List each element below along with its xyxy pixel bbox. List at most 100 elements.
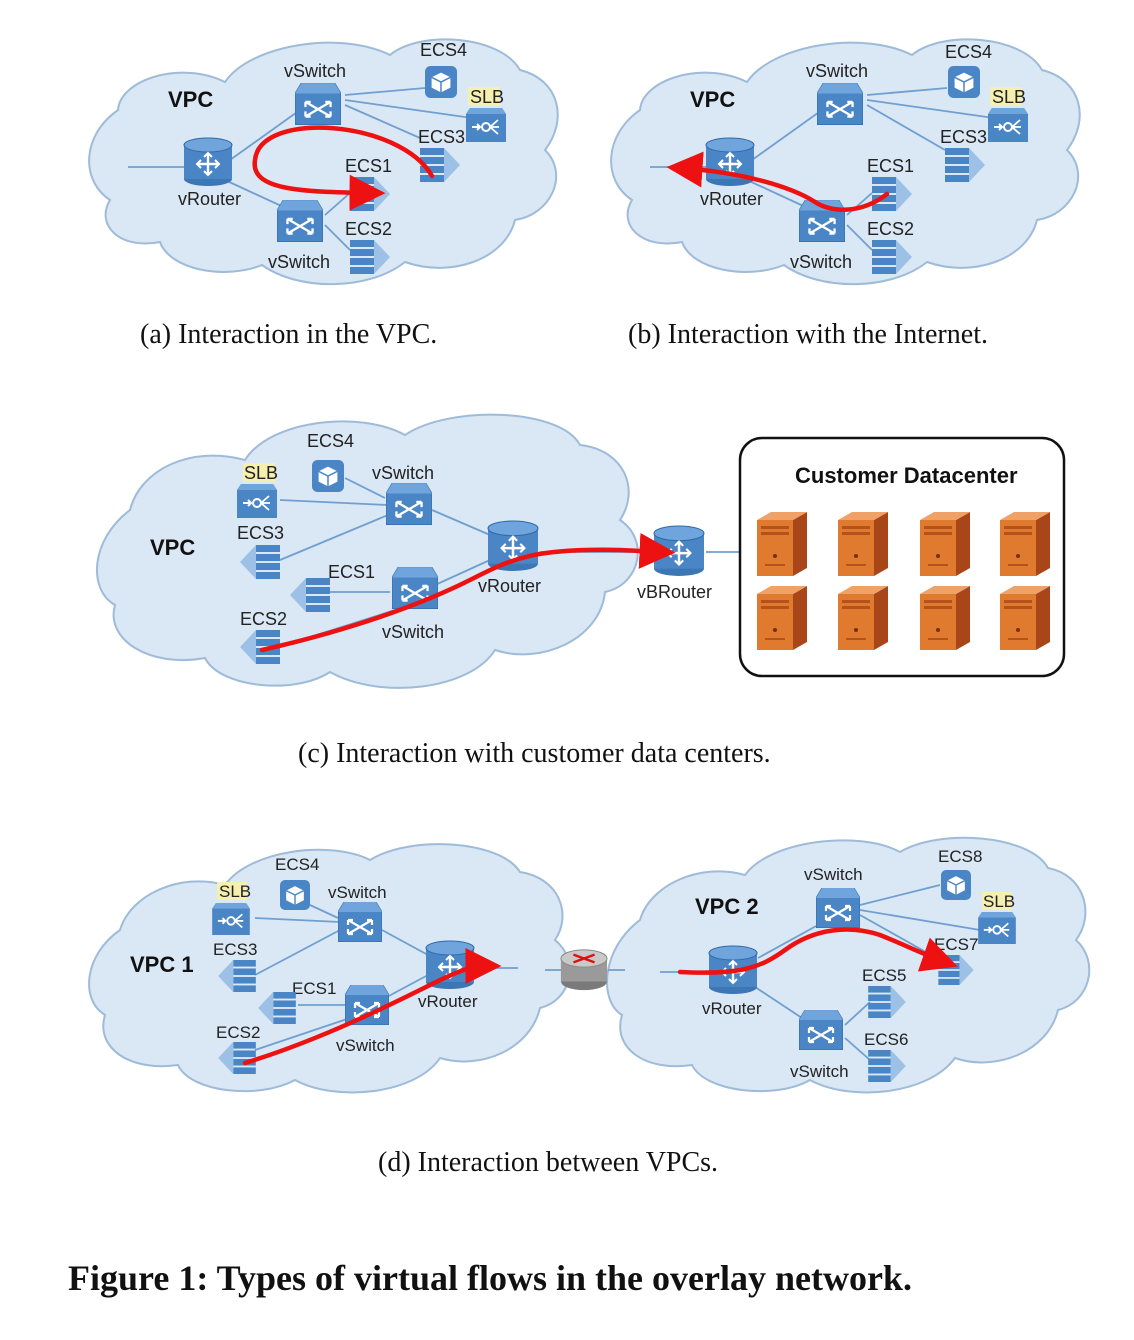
link: [279, 499, 389, 506]
flow-arrow: [252, 125, 435, 211]
flow-arrow: [242, 948, 502, 1066]
ecs4-icon: [425, 66, 457, 98]
link: [324, 224, 351, 251]
ecs4-label: ECS4: [420, 40, 467, 60]
vbrouter-label: vBRouter: [637, 582, 712, 602]
vswitch-label: vSwitch: [268, 252, 330, 272]
link: [344, 104, 421, 139]
server-icon: [1000, 586, 1050, 650]
vrouter-label: vRouter: [418, 992, 478, 1011]
link: [344, 477, 386, 499]
vrouter-label: vRouter: [700, 189, 763, 209]
link: [859, 909, 981, 931]
caption-b: (b) Interaction with the Internet.: [628, 319, 988, 350]
server-icon: [920, 586, 970, 650]
link: [309, 904, 339, 919]
vrouter-label: vRouter: [702, 999, 762, 1018]
vswitch-icon: [338, 902, 382, 942]
vswitch-icon: [799, 1010, 843, 1050]
slb-icon: [212, 903, 250, 935]
vswitch-icon: [345, 985, 389, 1025]
vrouter-icon: [487, 520, 539, 572]
ecs4-icon: [280, 880, 310, 910]
link: [866, 104, 946, 151]
vpc1-cloud: [88, 843, 571, 1094]
link: [279, 514, 389, 561]
ecs1-label: ECS1: [292, 979, 336, 998]
ecs8-label: ECS8: [938, 847, 982, 866]
caption-c: (c) Interaction with customer data cente…: [298, 738, 771, 769]
vswitch-icon: [386, 483, 432, 525]
vswitch-icon: [295, 83, 341, 125]
slb-icon: [466, 108, 506, 142]
link: [229, 109, 301, 161]
vswitch-icon: [816, 888, 860, 928]
server-icon: [838, 586, 888, 650]
panel-d: VPC 1 VPC 2 SLB ECS4 ECS3 ECS1 EC: [88, 836, 1091, 1178]
ecs7-label: ECS7: [934, 935, 978, 954]
link: [434, 559, 491, 586]
ecs6-label: ECS6: [864, 1030, 908, 1049]
ecs4-label: ECS4: [307, 431, 354, 451]
panel-a: VPC vRouter vSwitch vSwitch ECS4 SLB ECS…: [88, 38, 559, 350]
datacenter-label: Customer Datacenter: [795, 463, 1018, 488]
link: [844, 1001, 871, 1026]
server-icon: [920, 512, 970, 576]
ecs2-label: ECS2: [345, 219, 392, 239]
vpc-cloud: [88, 38, 559, 286]
link: [324, 192, 351, 216]
vswitch-icon: [817, 83, 863, 125]
panel-c: VPC SLB ECS4 ECS3 ECS1 ECS2 vSwitch vSwi…: [96, 413, 1066, 769]
slb-highlight: [982, 892, 1012, 910]
vpc-label: VPC: [690, 87, 735, 112]
link: [254, 929, 341, 976]
slb-highlight: [990, 87, 1022, 106]
ecs1-label: ECS1: [345, 156, 392, 176]
vswitch-label: vSwitch: [804, 865, 863, 884]
link: [381, 929, 429, 956]
vrouter-label: vRouter: [178, 189, 241, 209]
ecs1-label: ECS1: [867, 156, 914, 176]
ecs3-label: ECS3: [237, 523, 284, 543]
slb-label: SLB: [992, 87, 1026, 107]
vswitch-label: vSwitch: [328, 883, 387, 902]
slb-icon: [978, 912, 1016, 944]
link: [846, 224, 873, 251]
server-icon: [757, 586, 807, 650]
link: [224, 179, 291, 211]
ecs1-label: ECS1: [328, 562, 375, 582]
ecs3-label: ECS3: [213, 940, 257, 959]
ecs8-icon: [941, 870, 971, 900]
link: [866, 87, 948, 96]
link: [254, 1017, 351, 1051]
slb-label: SLB: [244, 463, 278, 483]
vpc1-label: VPC 1: [130, 952, 194, 977]
ecs5-label: ECS5: [862, 966, 906, 985]
slb-icon: [988, 108, 1028, 142]
link: [431, 509, 491, 536]
ecs4-label: ECS4: [275, 855, 319, 874]
link: [751, 109, 823, 161]
ecs4-label: ECS4: [945, 42, 992, 62]
vswitch-label: vSwitch: [372, 463, 434, 483]
figure-caption: Figure 1: Types of virtual flows in the …: [68, 1258, 912, 1298]
link: [859, 884, 941, 906]
server-icon: [838, 512, 888, 576]
slb-highlight: [468, 87, 500, 106]
vpc2-cloud: [606, 836, 1091, 1094]
link: [844, 1037, 871, 1061]
vpc-cloud: [610, 38, 1081, 286]
caption-a: (a) Interaction in the VPC.: [140, 319, 437, 350]
slb-highlight: [243, 463, 275, 482]
slb-highlight: [217, 882, 247, 900]
ecs3-label: ECS3: [940, 127, 987, 147]
link: [757, 924, 819, 959]
vrouter-icon: [183, 137, 233, 187]
ecs2-label: ECS2: [867, 219, 914, 239]
link: [254, 917, 341, 923]
link: [866, 99, 995, 119]
vpc-cloud: [96, 413, 639, 689]
vpc-label: VPC: [168, 87, 213, 112]
vswitch-label: vSwitch: [382, 622, 444, 642]
